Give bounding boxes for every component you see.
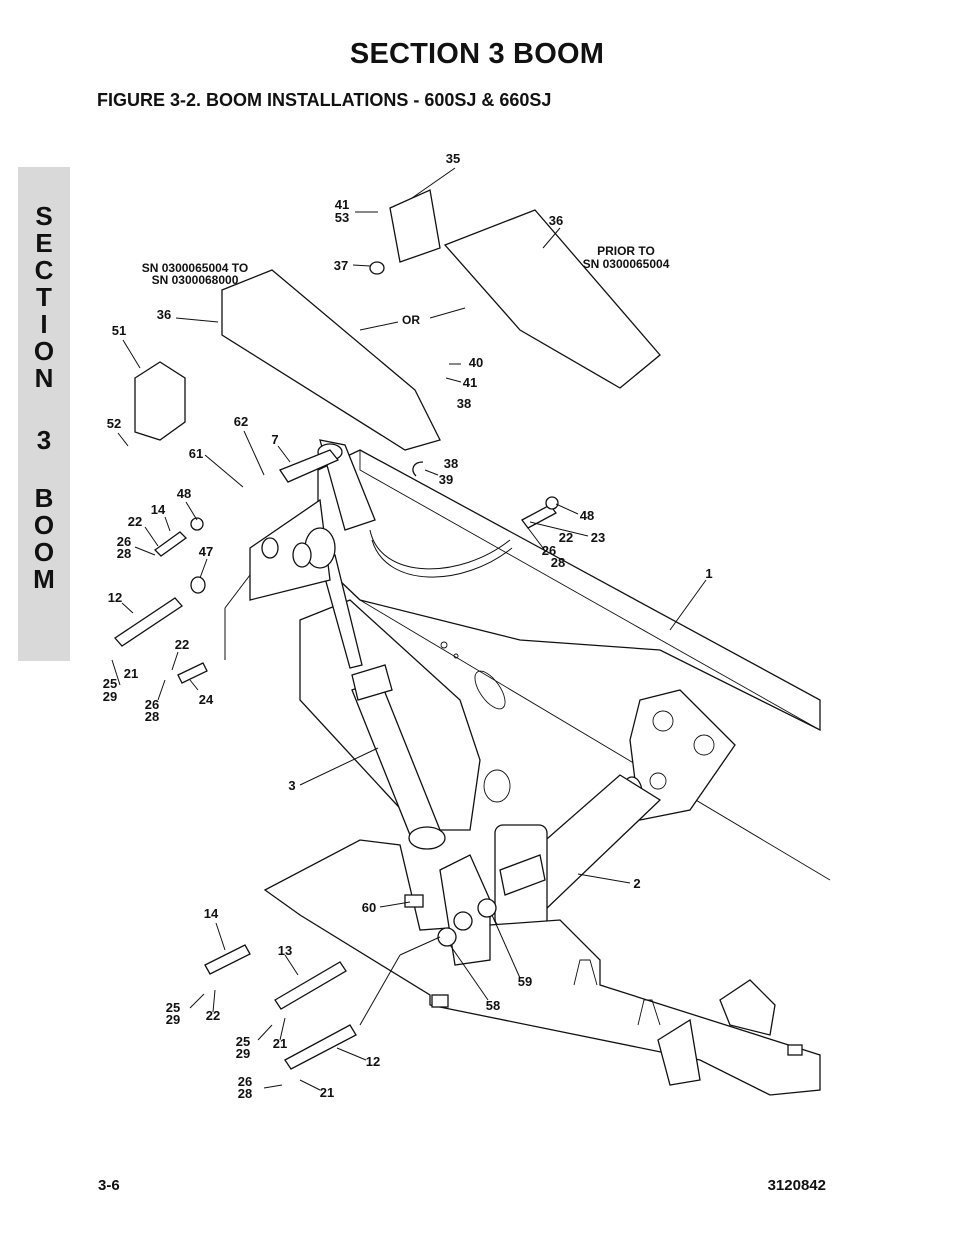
side-tab-letter: O (33, 510, 55, 540)
callout-48: 48 (177, 486, 191, 501)
callout-58: 58 (486, 998, 500, 1013)
callout-60: 60 (362, 900, 376, 915)
callout-12: 12 (108, 590, 122, 605)
hose-line-inner (371, 539, 513, 578)
callout-22: 22 (175, 637, 189, 652)
side-tab-letter: T (36, 282, 52, 312)
callout-12: 12 (366, 1054, 380, 1069)
callout-38: 38 (444, 456, 458, 471)
callout-21: 21 (320, 1085, 334, 1100)
page-number: 3-6 (98, 1177, 120, 1194)
figure-title: FIGURE 3-2. BOOM INSTALLATIONS - 600SJ &… (97, 90, 552, 110)
leader-lines (111, 167, 707, 1091)
cylinder-part (319, 554, 446, 850)
cover-parts (134, 189, 661, 477)
callout-52: 52 (107, 416, 121, 431)
callout-29: 29 (103, 689, 117, 704)
callout-13: 13 (278, 943, 292, 958)
callout-59: 59 (518, 974, 532, 989)
callout-35: 35 (446, 151, 460, 166)
callout-14: 14 (204, 906, 219, 921)
side-tab-letter: N (34, 363, 54, 393)
upper-mount-part (249, 439, 376, 601)
side-tab-letter: I (40, 309, 48, 339)
callout-25: 25 (166, 1000, 180, 1015)
callout-3: 3 (288, 778, 295, 793)
side-tab-letter: O (33, 537, 55, 567)
hose-line (369, 529, 511, 570)
callout-21: 21 (273, 1036, 287, 1051)
lower-arm-part (494, 774, 662, 928)
callout-28: 28 (238, 1086, 252, 1101)
callout-24: 24 (199, 692, 214, 707)
callout-39: 39 (439, 472, 453, 487)
callout-51: 51 (112, 323, 126, 338)
callout-26: 26 (238, 1074, 252, 1089)
callout-41: 41 (335, 197, 349, 212)
callout-36: 36 (549, 213, 563, 228)
callout-41: 41 (463, 375, 477, 390)
side-tab-letter: C (34, 255, 54, 285)
callout-22: 22 (128, 514, 142, 529)
side-tab-letter: B (34, 483, 54, 513)
document-number: 3120842 (767, 1177, 826, 1194)
callout-40: 40 (469, 355, 483, 370)
pin-parts (114, 496, 559, 1070)
callout-48: 48 (580, 508, 594, 523)
side-tab-letter: O (33, 336, 55, 366)
callout-53: 53 (335, 210, 349, 225)
callout-28: 28 (551, 555, 565, 570)
callout-62: 62 (234, 414, 248, 429)
callout-21: 21 (124, 666, 138, 681)
callout-25: 25 (103, 676, 117, 691)
callout-36: 36 (157, 307, 171, 322)
boom-part (299, 449, 831, 881)
or-note: OR (402, 313, 420, 327)
serial-note-line2: SN 0300068000 (152, 273, 239, 287)
callout-22: 22 (559, 530, 573, 545)
side-tab-letter: M (33, 564, 55, 594)
callout-26: 26 (542, 543, 556, 558)
prior-note-line1: PRIOR TO (597, 244, 655, 258)
callout-38: 38 (457, 396, 471, 411)
side-tab-letter: 3 (36, 425, 52, 455)
callout-26: 26 (117, 534, 131, 549)
callout-2: 2 (633, 876, 640, 891)
callout-22: 22 (206, 1008, 220, 1023)
serial-note-line1: SN 0300065004 TO (142, 261, 249, 275)
callout-25: 25 (236, 1034, 250, 1049)
callout-29: 29 (236, 1046, 250, 1061)
side-tab-letter: E (35, 228, 53, 258)
callout-28: 28 (145, 709, 159, 724)
prior-note-line2: SN 0300065004 (583, 257, 670, 271)
side-tab-letter: S (35, 201, 53, 231)
callout-47: 47 (199, 544, 213, 559)
section-title: SECTION 3 BOOM (349, 38, 605, 70)
callout-37: 37 (334, 258, 348, 273)
callout-26: 26 (145, 697, 159, 712)
callout-61: 61 (189, 446, 203, 461)
callout-28: 28 (117, 546, 131, 561)
callout-29: 29 (166, 1012, 180, 1027)
callout-14: 14 (151, 502, 166, 517)
callout-1: 1 (705, 566, 712, 581)
section-side-tab: S E C T I O N 3 B O O M (18, 167, 70, 661)
callout-23: 23 (591, 530, 605, 545)
callout-7: 7 (271, 432, 278, 447)
